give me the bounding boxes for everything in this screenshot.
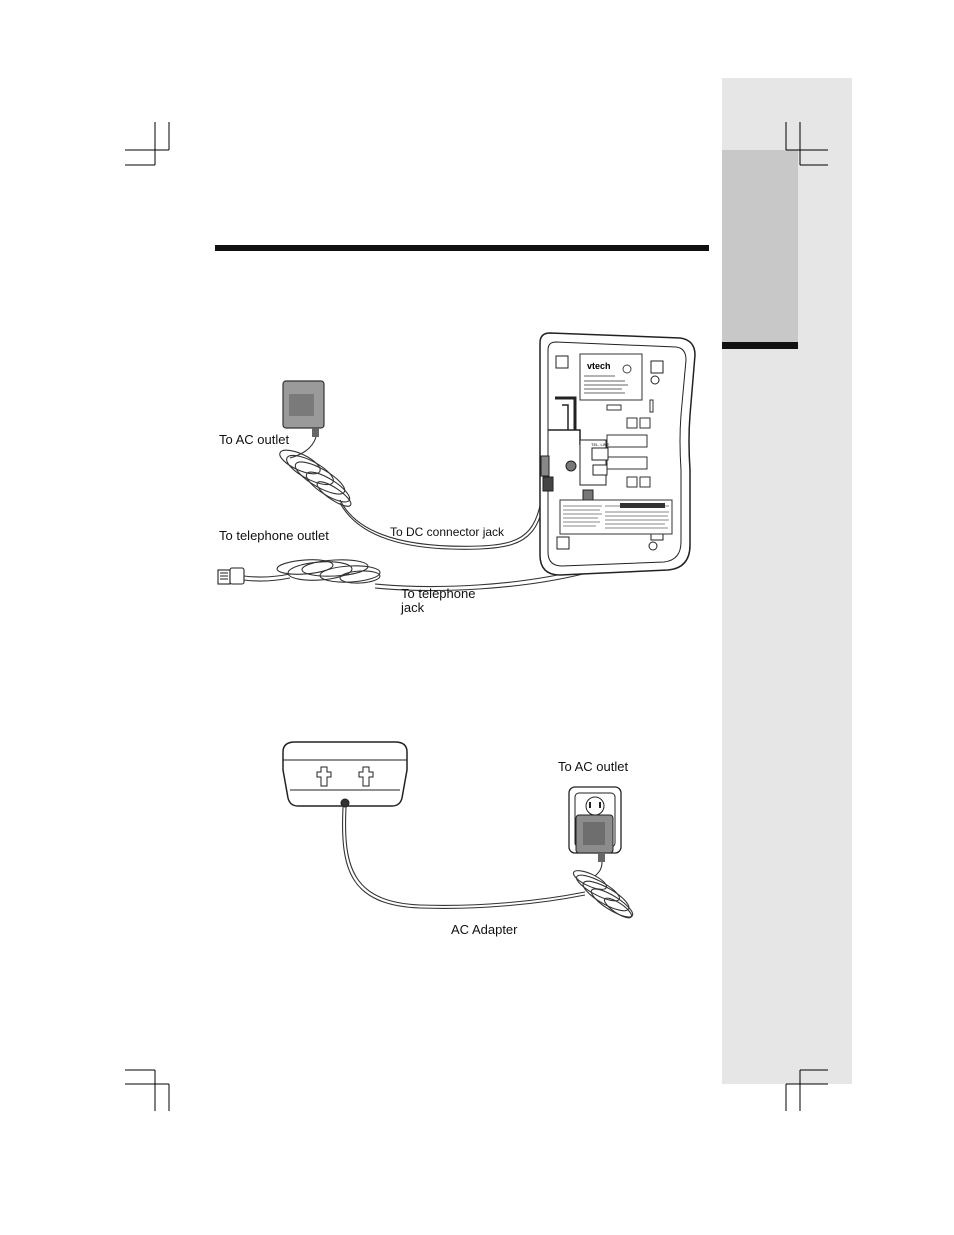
label-to-telephone-outlet: To telephone outlet xyxy=(219,528,329,543)
brand-logo: vtech xyxy=(587,361,611,371)
label-to-dc-connector-jack: To DC connector jack xyxy=(390,525,505,539)
label-to-ac-outlet-top: To AC outlet xyxy=(219,432,290,447)
ac-adapter-top xyxy=(282,380,325,437)
crop-marks xyxy=(125,122,828,1111)
side-tab-underline xyxy=(722,342,798,349)
coiled-power-cord xyxy=(279,436,549,550)
side-tab-section-marker xyxy=(722,150,798,342)
handset-charger xyxy=(282,741,408,808)
wall-outlet-with-adapter xyxy=(568,786,622,862)
ac-adapter-cord xyxy=(342,806,634,919)
telephone-base-back: vtech TEL. LINE xyxy=(539,332,696,576)
label-ac-adapter: AC Adapter xyxy=(451,922,518,937)
jack-label: TEL. LINE xyxy=(591,442,610,447)
label-to-telephone-jack-line2: jack xyxy=(401,600,425,615)
label-to-ac-outlet-bottom: To AC outlet xyxy=(558,759,629,774)
section-title-rule xyxy=(215,245,709,251)
label-to-telephone-jack-line1: To telephone xyxy=(401,586,476,601)
